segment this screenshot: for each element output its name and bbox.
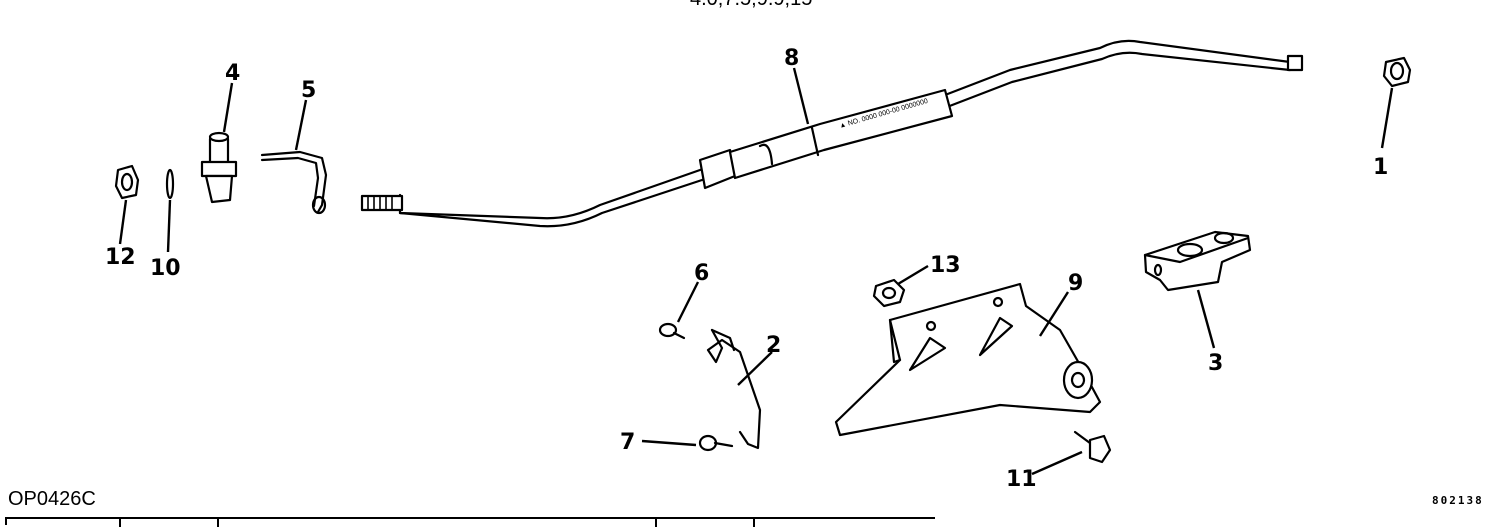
table-col-divider — [753, 519, 755, 527]
leader-2 — [737, 351, 773, 386]
callout-2: 2 — [766, 333, 781, 358]
callout-11: 11 — [1006, 467, 1037, 492]
leader-9 — [1038, 291, 1070, 337]
callout-4: 4 — [225, 61, 240, 86]
parts-table-edge — [5, 517, 935, 527]
mounting-bracket-part-9 — [834, 282, 1102, 437]
callout-13: 13 — [930, 253, 961, 278]
leader-lines — [118, 67, 1394, 476]
bolt-part-11 — [1073, 430, 1112, 464]
callout-7: 7 — [620, 430, 635, 455]
callout-5: 5 — [301, 78, 316, 103]
leader-10 — [166, 199, 172, 253]
callout-1: 1 — [1373, 155, 1388, 180]
table-col-divider — [217, 519, 219, 527]
callout-labels: 1 2 3 4 5 6 7 8 9 10 11 12 13 — [105, 46, 1388, 492]
leader-7 — [641, 439, 697, 447]
figure-code: OP0426C — [8, 488, 96, 510]
table-col-divider — [119, 519, 121, 527]
callout-8: 8 — [784, 46, 799, 71]
link-bracket-part-5 — [260, 150, 328, 215]
spring-clip-part-2 — [706, 328, 762, 450]
connector-block-part-3 — [1143, 230, 1252, 292]
leader-5 — [294, 99, 308, 151]
callout-10: 10 — [150, 256, 181, 281]
callout-12: 12 — [105, 245, 136, 270]
leader-4 — [222, 82, 234, 133]
nut-part-1 — [1382, 56, 1412, 88]
screw-part-7 — [698, 434, 734, 452]
leader-11 — [1031, 450, 1083, 476]
callout-3: 3 — [1208, 351, 1223, 376]
leader-3 — [1196, 289, 1216, 349]
art-number: 802138 — [1432, 494, 1484, 507]
nut-part-12 — [114, 164, 140, 200]
leader-6 — [676, 281, 700, 323]
models-header: 4.0,7.5,9.9,15 — [690, 0, 812, 11]
shift-rod-part-8: ▲ NO. 0000 000-00 0000000 — [360, 39, 1304, 228]
leader-1 — [1380, 87, 1394, 149]
screw-part-6 — [658, 322, 686, 340]
callout-6: 6 — [694, 261, 709, 286]
table-col-divider — [655, 519, 657, 527]
washer-part-10 — [165, 168, 175, 200]
callout-9: 9 — [1068, 271, 1083, 296]
leader-13 — [897, 264, 929, 286]
leader-8 — [792, 67, 810, 125]
pivot-pin-part-4 — [200, 131, 238, 204]
rod-left-thread — [367, 196, 393, 210]
leader-12 — [118, 199, 128, 245]
nut-part-13 — [872, 278, 906, 308]
